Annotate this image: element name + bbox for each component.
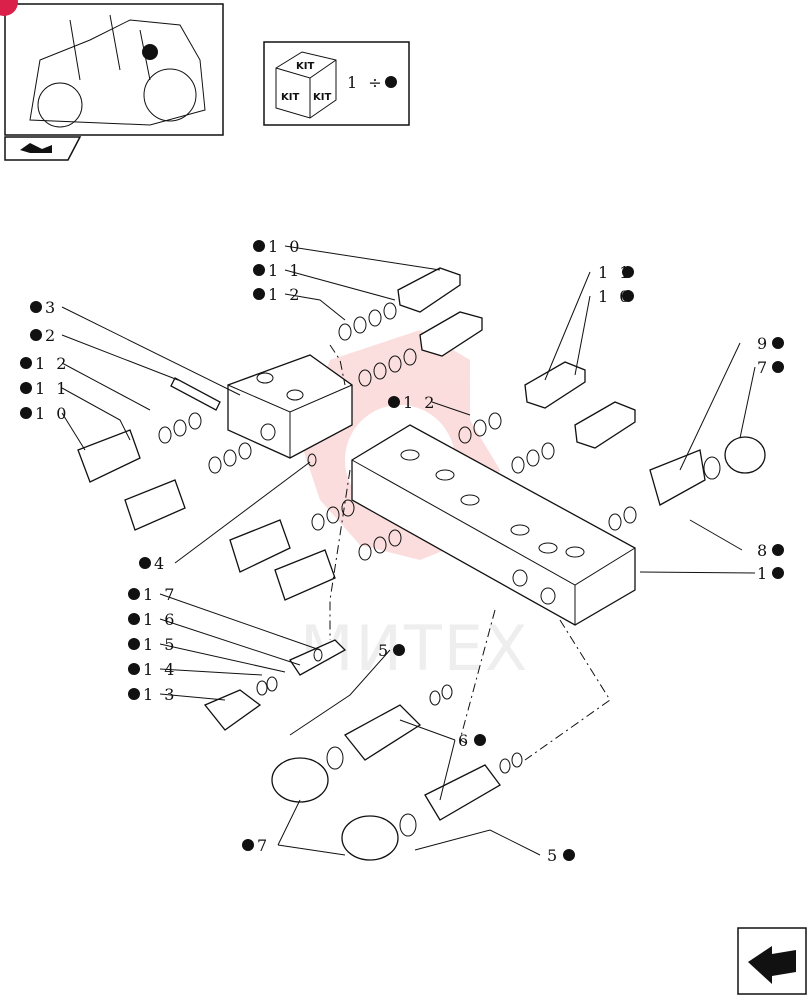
svg-text:1 0: 1 0 xyxy=(268,237,302,256)
svg-text:1 1: 1 1 xyxy=(598,263,632,282)
callout-10b: 1 0 xyxy=(20,404,69,423)
svg-text:8: 8 xyxy=(757,541,770,560)
svg-text:7: 7 xyxy=(257,836,270,855)
callout-3: 3 xyxy=(30,298,58,317)
svg-text:1 6: 1 6 xyxy=(143,610,177,629)
callout-5b: 5 xyxy=(547,846,575,865)
callout-11c: 1 1 xyxy=(598,263,634,282)
svg-text:1 0: 1 0 xyxy=(35,404,69,423)
svg-text:1 3: 1 3 xyxy=(143,685,177,704)
callout-13: 1 3 xyxy=(128,685,177,704)
callout-2: 2 xyxy=(30,326,58,345)
svg-text:1 5: 1 5 xyxy=(143,635,177,654)
svg-text:1 2: 1 2 xyxy=(268,285,302,304)
o-rings xyxy=(158,302,721,837)
svg-text:7: 7 xyxy=(757,358,770,377)
callout-16: 1 6 xyxy=(128,610,177,629)
callout-8: 8 xyxy=(757,541,784,560)
valve-block-large xyxy=(351,424,636,626)
corner-badge xyxy=(0,0,18,16)
kit-label-left: KIT xyxy=(281,92,299,103)
callout-10a: 1 0 xyxy=(253,237,302,256)
svg-text:2: 2 xyxy=(45,326,58,345)
svg-text:1 1: 1 1 xyxy=(35,379,69,398)
callout-12b: 1 2 xyxy=(20,354,69,373)
callout-7b: 7 xyxy=(242,836,270,855)
callout-12c: 1 2 xyxy=(388,393,437,412)
svg-text:1 2: 1 2 xyxy=(403,393,437,412)
kit-label-top: KIT xyxy=(296,61,314,72)
callout-9: 9 xyxy=(757,334,784,353)
svg-text:9: 9 xyxy=(757,334,770,353)
kit-bullet xyxy=(385,76,397,88)
svg-text:5: 5 xyxy=(378,641,391,660)
svg-text:1 2: 1 2 xyxy=(35,354,69,373)
svg-text:1 0: 1 0 xyxy=(598,287,632,306)
callout-11a: 1 1 xyxy=(253,261,302,280)
callout-15: 1 5 xyxy=(128,635,177,654)
svg-text:1 7: 1 7 xyxy=(143,585,177,604)
tractor-thumbnail[interactable] xyxy=(4,3,224,136)
svg-text:1: 1 xyxy=(757,564,770,583)
callout-6: 6 xyxy=(458,731,486,750)
next-page-arrow-icon[interactable] xyxy=(737,927,807,995)
bolt xyxy=(170,377,221,411)
valve-block-small xyxy=(227,354,353,459)
svg-text:1 4: 1 4 xyxy=(143,660,177,679)
location-marker xyxy=(142,44,158,60)
svg-text:1 1: 1 1 xyxy=(268,261,302,280)
callout-11b: 1 1 xyxy=(20,379,69,398)
callout-4: 4 xyxy=(139,554,167,573)
callout-7a: 7 xyxy=(757,358,784,377)
assembly-lines xyxy=(329,344,611,761)
kit-range-text: 1 ÷ xyxy=(347,73,385,92)
callout-10c: 1 0 xyxy=(598,287,634,306)
callout-12a: 1 2 xyxy=(253,285,302,304)
leader-lines xyxy=(61,245,756,856)
svg-text:4: 4 xyxy=(154,554,167,573)
svg-text:3: 3 xyxy=(45,298,58,317)
svg-text:6: 6 xyxy=(458,731,471,750)
svg-text:5: 5 xyxy=(547,846,560,865)
kit-label-right: KIT xyxy=(313,92,331,103)
callout-1: 1 xyxy=(757,564,784,583)
callout-5a: 5 xyxy=(378,641,405,660)
callout-17: 1 7 xyxy=(128,585,177,604)
solenoid-cartridges xyxy=(77,267,766,861)
callout-14: 1 4 xyxy=(128,660,177,679)
kit-box: KIT KIT KIT 1 ÷ xyxy=(263,41,410,126)
nav-tab-arrow[interactable] xyxy=(4,136,82,161)
